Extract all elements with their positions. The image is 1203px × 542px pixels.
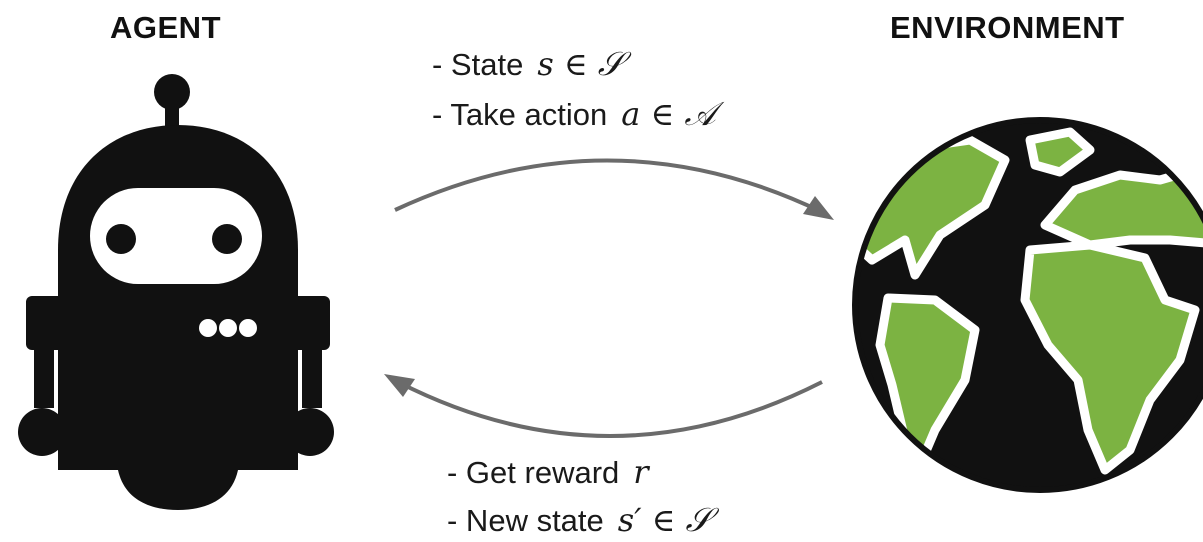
state-message: - State s ∈ 𝒮 <box>432 44 623 85</box>
action-math-var: a ∈ <box>621 95 685 133</box>
new-state-math-var: s′ ∈ <box>617 501 686 539</box>
action-math-set: 𝒜 <box>684 97 716 133</box>
reward-math: r <box>633 453 649 491</box>
state-label: - State <box>432 47 524 82</box>
new-state-math: s′ ∈ 𝒮 <box>618 501 711 539</box>
robot-face <box>90 188 262 337</box>
action-message: - Take action a ∈ 𝒜 <box>432 94 716 135</box>
reward-label: - Get reward <box>447 455 620 490</box>
agent-title: AGENT <box>110 10 221 45</box>
new-state-label: - New state <box>447 503 604 538</box>
state-math: s ∈ 𝒮 <box>537 45 623 83</box>
reward-arrow <box>384 374 823 438</box>
state-math-var: s ∈ <box>537 45 598 83</box>
action-label: - Take action <box>432 97 608 132</box>
environment-title: ENVIRONMENT <box>890 10 1125 45</box>
new-state-math-set: 𝒮 <box>685 503 712 539</box>
globe-icon <box>852 117 1203 493</box>
robot-icon <box>18 74 334 510</box>
reward-message: - Get reward r <box>447 452 649 493</box>
action-arrow <box>394 158 834 220</box>
new-state-message: - New state s′ ∈ 𝒮 <box>447 500 711 541</box>
action-math: a ∈ 𝒜 <box>621 95 715 133</box>
state-math-set: 𝒮 <box>597 47 624 83</box>
